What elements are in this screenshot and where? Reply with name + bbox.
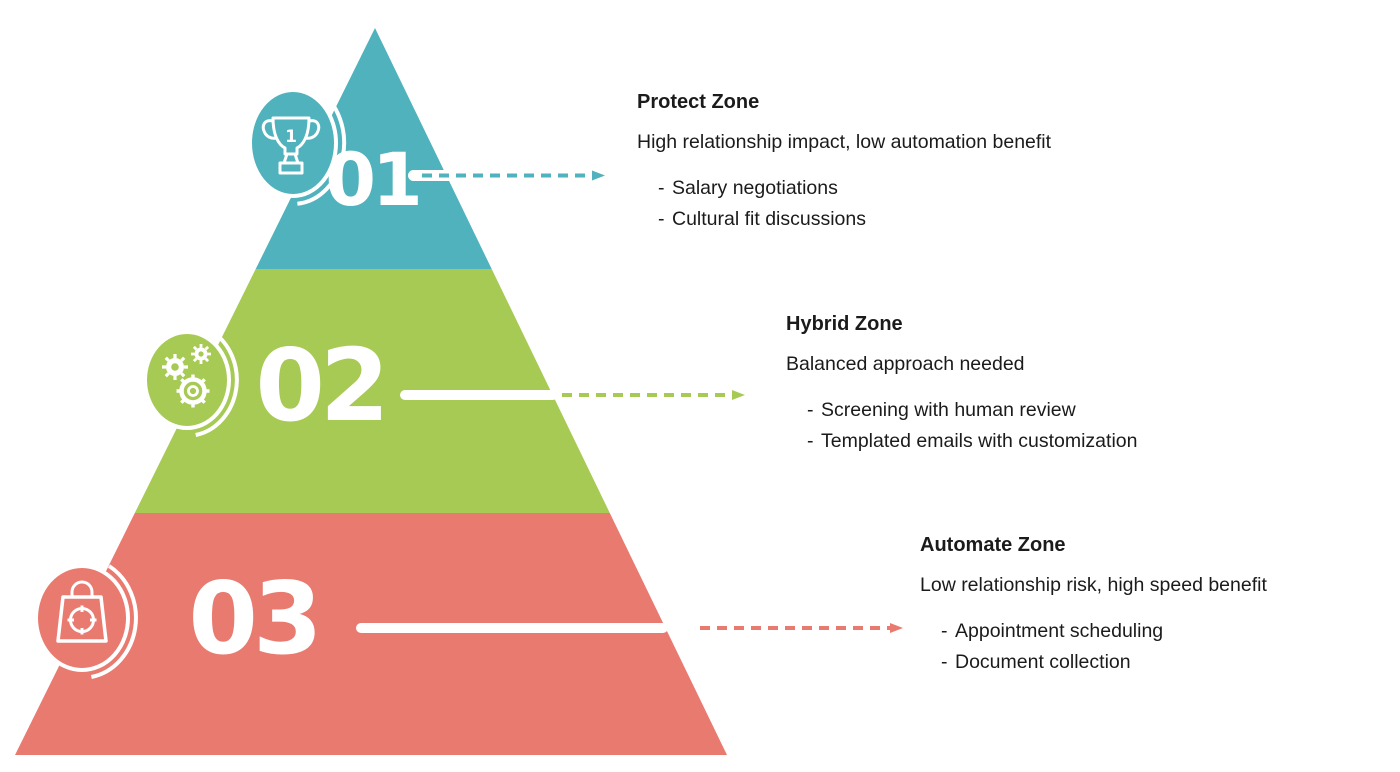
bullet-marker: - xyxy=(807,430,814,452)
list-item: - Cultural fit discussions xyxy=(637,204,1197,235)
list-item: - Templated emails with customization xyxy=(786,426,1326,457)
bullet-text: Cultural fit discussions xyxy=(672,208,866,230)
level-2-connector-slot xyxy=(400,390,558,400)
automate-zone-description: Low relationship risk, high speed benefi… xyxy=(920,574,1267,596)
pyramid-level-1-band xyxy=(255,28,492,269)
hybrid-zone-block: Hybrid Zone Balanced approach needed - S… xyxy=(786,311,1326,457)
trophy-number: 1 xyxy=(285,127,297,147)
gears-icon xyxy=(162,344,211,408)
level-2-badge-outer-arc xyxy=(195,329,239,437)
level-3-badge xyxy=(34,564,138,679)
level-3-number: 03 xyxy=(188,560,317,677)
level-1-badge: 1 xyxy=(248,88,347,206)
shopping-bag-icon xyxy=(56,580,108,643)
list-item: - Document collection xyxy=(920,647,1390,678)
bullet-text: Document collection xyxy=(955,651,1131,673)
hybrid-zone-title: Hybrid Zone xyxy=(786,313,903,335)
bullet-marker: - xyxy=(658,177,665,199)
list-item: - Screening with human review xyxy=(786,395,1326,426)
level-3-badge-circle xyxy=(34,564,130,672)
list-item: - Salary negotiations xyxy=(637,173,1197,204)
bullet-text: Salary negotiations xyxy=(672,177,838,199)
bullet-marker: - xyxy=(658,208,665,230)
list-item: - Appointment scheduling xyxy=(920,616,1390,647)
level-3-connector-slot xyxy=(356,623,668,633)
pyramid-level-2-band xyxy=(134,269,610,513)
protect-zone-block: Protect Zone High relationship impact, l… xyxy=(637,89,1197,235)
bullet-marker: - xyxy=(807,399,814,421)
pyramid-level-3-band xyxy=(15,513,727,755)
bullet-text: Templated emails with customization xyxy=(821,430,1138,452)
trophy-icon: 1 xyxy=(261,116,321,175)
hybrid-zone-description: Balanced approach needed xyxy=(786,353,1025,375)
level-2-number: 02 xyxy=(255,327,384,444)
bullet-marker: - xyxy=(941,620,948,642)
level-1-badge-circle xyxy=(248,88,338,198)
level-2-badge xyxy=(143,329,239,437)
level-1-badge-outer-arc xyxy=(297,88,347,206)
automate-zone-block: Automate Zone Low relationship risk, hig… xyxy=(920,532,1390,678)
level-3-badge-outer-arc xyxy=(91,564,138,679)
protect-zone-title: Protect Zone xyxy=(637,91,760,113)
level-1-connector-slot xyxy=(408,170,460,181)
bullet-text: Appointment scheduling xyxy=(955,620,1164,642)
automate-zone-title: Automate Zone xyxy=(920,534,1066,556)
bullet-text: Screening with human review xyxy=(821,399,1076,421)
level-1-number: 01 xyxy=(325,138,419,223)
protect-zone-description: High relationship impact, low automation… xyxy=(637,131,1052,153)
bullet-marker: - xyxy=(941,651,948,673)
